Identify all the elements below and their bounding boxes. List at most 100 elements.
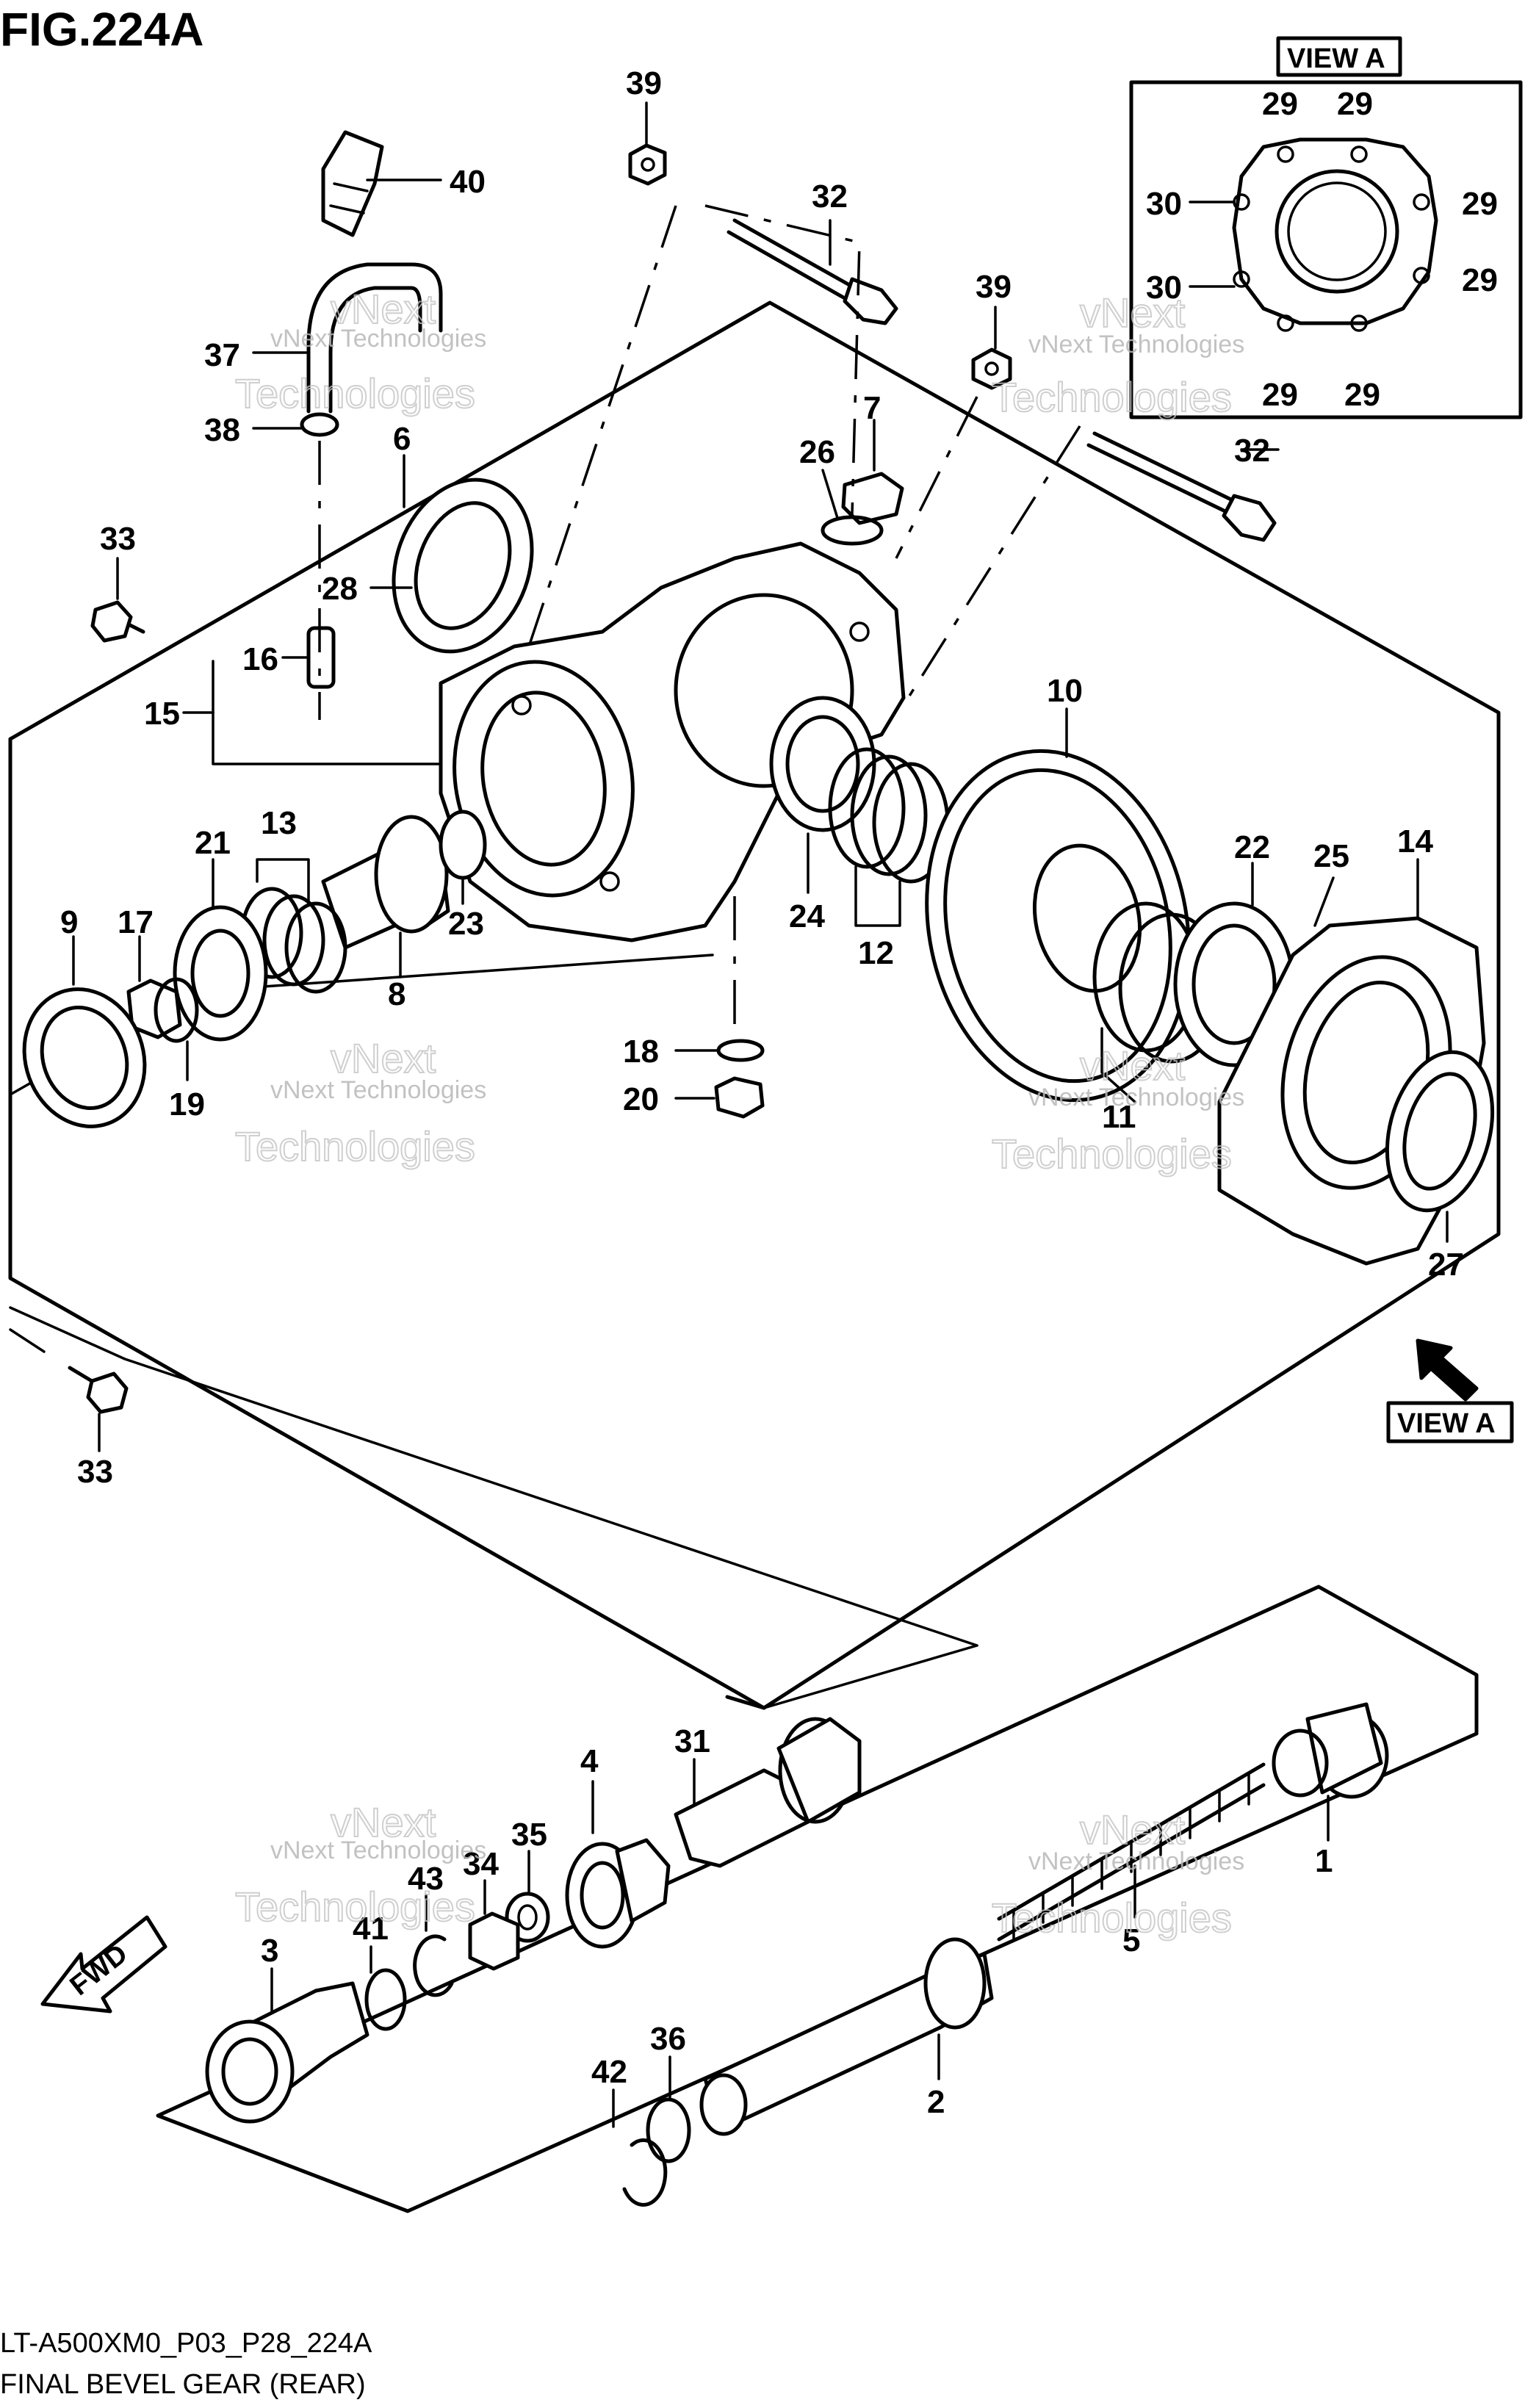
part-42-circlip (612, 2088, 668, 2207)
part-38-clamp (252, 412, 339, 437)
callout-22: 22 (1234, 829, 1270, 865)
callout-26: 26 (799, 434, 835, 470)
fwd-arrow: FWD (40, 1915, 167, 2014)
callout-39-top: 39 (626, 65, 662, 101)
callout-16: 16 (242, 641, 278, 677)
part-33-bolt-left-top (90, 557, 145, 643)
callout-23: 23 (448, 906, 484, 942)
part-39-nut-top (628, 101, 667, 186)
part-24-bearing (769, 696, 876, 894)
callout-39-right: 39 (976, 269, 1012, 305)
part-7-oil-plug (841, 419, 904, 525)
callout-33-top: 33 (100, 521, 136, 557)
callout-3: 3 (261, 1933, 278, 1969)
part-gear-case-housing (439, 541, 906, 942)
callout-29-a: 29 (1262, 86, 1298, 122)
callout-36: 36 (650, 2021, 686, 2057)
callout-24: 24 (789, 898, 825, 934)
callout-8: 8 (388, 976, 405, 1012)
callout-13: 13 (261, 805, 297, 841)
callout-29-f: 29 (1344, 377, 1380, 413)
part-43-circlip (413, 1894, 454, 1997)
svg-text:vNext Technologies: vNext Technologies (270, 325, 486, 353)
svg-text:vNext Technologies: vNext Technologies (270, 1836, 486, 1864)
svg-text:Technologies: Technologies (992, 1131, 1232, 1177)
callout-9: 9 (60, 904, 78, 940)
callout-41: 41 (353, 1911, 389, 1947)
callout-30-b: 30 (1146, 270, 1182, 306)
part-5-spring (997, 1762, 1266, 1942)
part-36-o-ring (646, 2055, 691, 2163)
view-a-arrow-label: VIEW A (1397, 1408, 1496, 1439)
callout-11: 11 (1102, 1099, 1136, 1135)
callout-29-d: 29 (1462, 262, 1498, 298)
part-4-gear (565, 1780, 671, 1949)
callout-32-top: 32 (812, 179, 848, 215)
callout-27: 27 (1428, 1247, 1464, 1283)
callout-30-a: 30 (1146, 186, 1182, 222)
svg-text:vNext Technologies: vNext Technologies (1028, 331, 1244, 358)
callout-34: 34 (463, 1846, 499, 1882)
svg-text:Technologies: Technologies (235, 370, 475, 417)
part-17-nut (126, 935, 182, 1039)
watermarks: vNext Technologies vNext Technologies vN… (234, 285, 1244, 1942)
callout-20: 20 (623, 1081, 659, 1117)
svg-text:Technologies: Technologies (992, 374, 1232, 420)
callout-10: 10 (1047, 673, 1083, 709)
figure-code: LT-A500XM0_P03_P28_224A (0, 2328, 372, 2359)
svg-text:vNext Technologies: vNext Technologies (1028, 1848, 1244, 1875)
callout-43: 43 (408, 1861, 444, 1897)
callout-5: 5 (1122, 1922, 1140, 1958)
svg-text:vNext: vNext (1080, 1042, 1186, 1089)
svg-text:Technologies: Technologies (235, 1123, 475, 1169)
part-33-bolt-left-bottom (68, 1366, 129, 1452)
view-a-arrow: VIEW A (1386, 1338, 1514, 1443)
svg-text:vNext: vNext (331, 286, 436, 332)
part-23-bearing (439, 810, 487, 905)
part-9-coupling (22, 935, 147, 1128)
part-41-o-ring (364, 1945, 407, 2031)
view-a-inset: VIEW A 29 29 29 29 29 29 30 30 (1129, 36, 1523, 419)
svg-text:vNext: vNext (1080, 1806, 1186, 1853)
callout-1: 1 (1315, 1843, 1333, 1879)
callout-2: 2 (927, 2084, 945, 2120)
callout-21: 21 (195, 825, 231, 861)
part-20-drain-plug (674, 1076, 765, 1119)
callout-33-bottom: 33 (77, 1454, 113, 1490)
svg-text:vNext Technologies: vNext Technologies (1028, 1084, 1244, 1111)
callout-17: 17 (118, 904, 154, 940)
part-1-sleeve (1272, 1702, 1389, 1842)
part-40-clip (321, 130, 442, 237)
callout-38: 38 (204, 412, 240, 448)
callout-42: 42 (591, 2054, 627, 2090)
part-27-oil-seal (1385, 1050, 1495, 1243)
callout-19: 19 (169, 1086, 205, 1122)
callout-12: 12 (858, 935, 894, 971)
callout-32-right: 32 (1234, 433, 1270, 469)
part-18-gasket (674, 1039, 765, 1062)
part-16-pin (281, 626, 336, 689)
part-19-washer (154, 977, 199, 1081)
part-31-driven-shaft (674, 1717, 862, 1868)
part-26-gasket (821, 469, 884, 546)
part-32-bolt-top (727, 218, 898, 325)
callout-37: 37 (204, 337, 240, 373)
part-39-nut-right (971, 306, 1012, 390)
callout-14: 14 (1397, 823, 1433, 859)
callout-31: 31 (674, 1723, 710, 1759)
callout-6: 6 (393, 421, 411, 457)
svg-text:vNext: vNext (331, 1799, 436, 1845)
part-21-bearing (173, 858, 268, 1042)
shaft-assembly-outline (156, 1585, 1479, 2213)
part-8-drive-bevel-pinion (321, 815, 450, 978)
callout-29-c: 29 (1462, 186, 1498, 222)
callout-35: 35 (511, 1817, 547, 1853)
callout-25: 25 (1313, 838, 1349, 874)
callout-28: 28 (322, 571, 358, 607)
part-2-propeller-shaft (699, 1937, 994, 2136)
assembly-dash-lines (318, 204, 1081, 1028)
svg-text:Technologies: Technologies (235, 1883, 475, 1930)
view-a-inset-label: VIEW A (1287, 43, 1385, 74)
